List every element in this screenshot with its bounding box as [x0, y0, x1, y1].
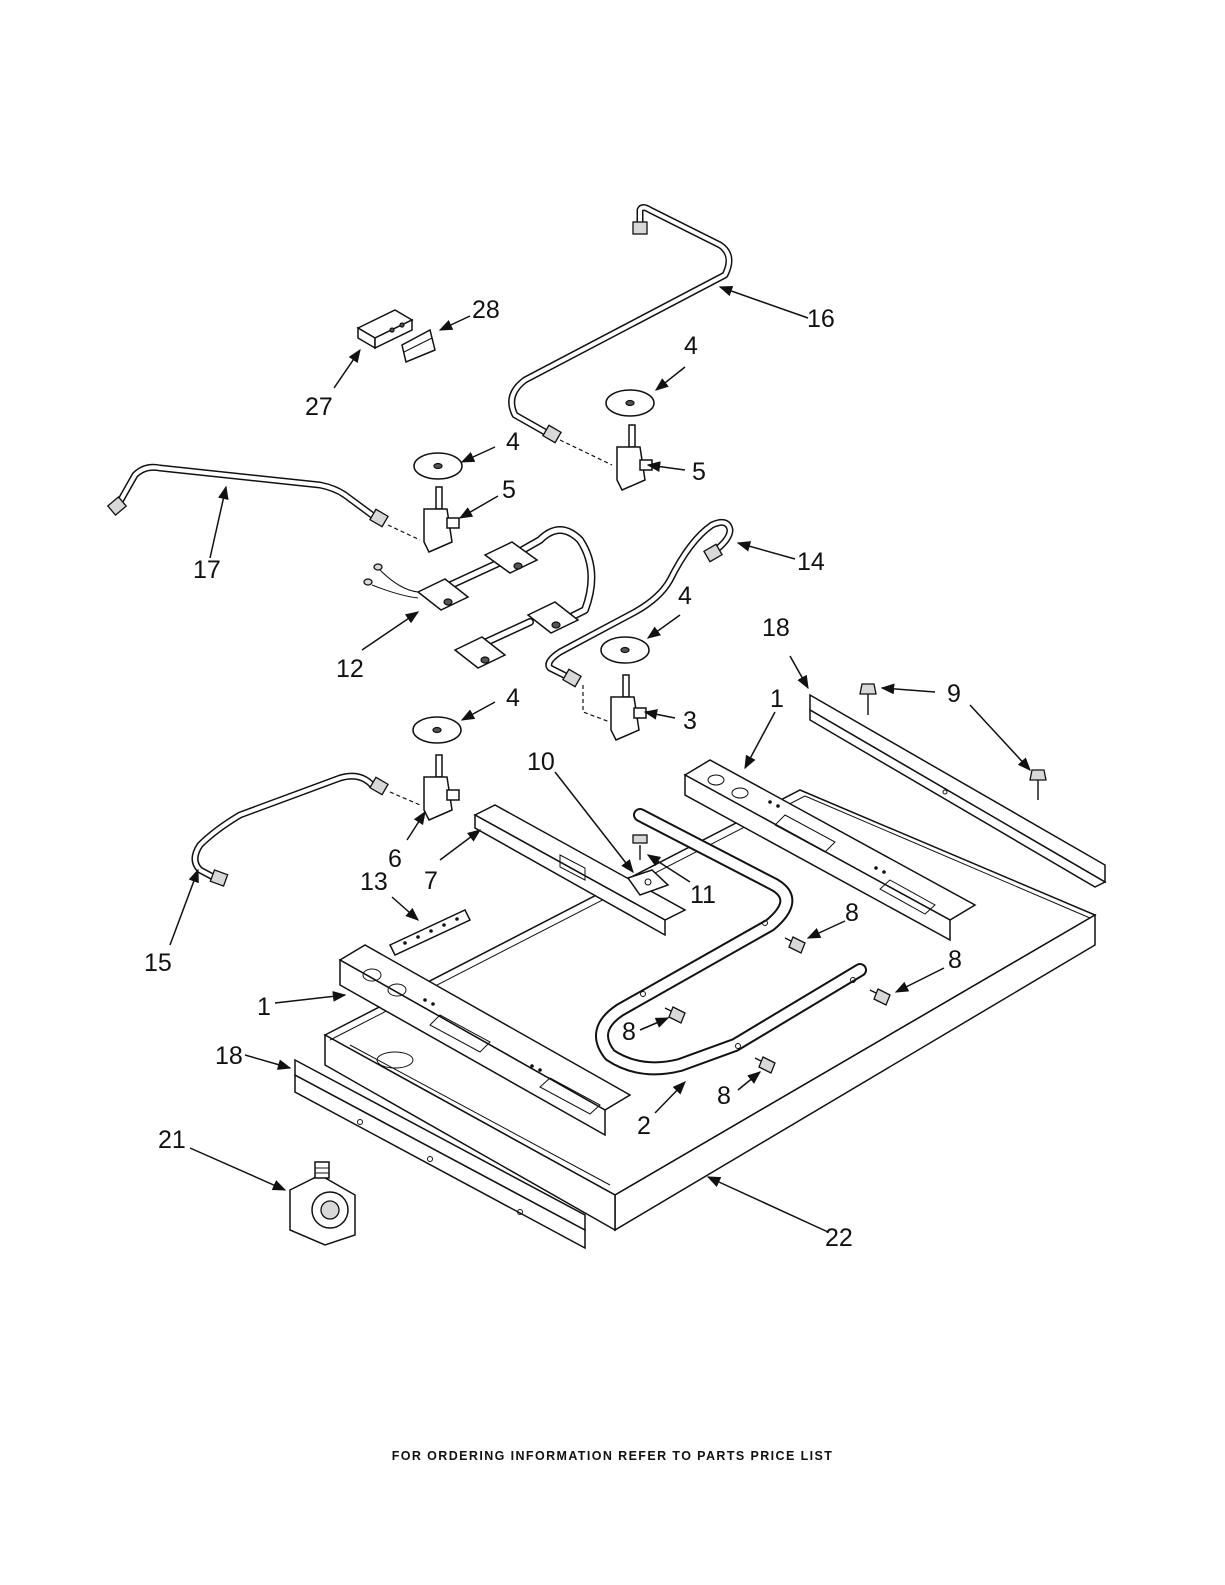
- igniter-harness-part-12: [364, 530, 591, 668]
- callout-15: 15: [144, 949, 172, 977]
- callout-4-c: 4: [678, 582, 692, 610]
- callout-2: 2: [637, 1112, 651, 1140]
- callout-18-a: 18: [762, 614, 790, 642]
- valve-part-6: [424, 755, 459, 820]
- callout-4-b: 4: [506, 428, 520, 456]
- washer-part-4-c: [601, 637, 649, 663]
- washer-part-4-b: [414, 453, 462, 479]
- callout-4-a: 4: [684, 332, 698, 360]
- tube-part-17: [108, 467, 420, 540]
- callout-12: 12: [336, 655, 364, 683]
- valve-part-5-left: [424, 487, 459, 552]
- regulator-part-21: [290, 1162, 355, 1245]
- callout-8-d: 8: [717, 1082, 731, 1110]
- callout-7: 7: [424, 867, 438, 895]
- clip-part-28: [402, 330, 435, 362]
- washer-part-4-d: [413, 717, 461, 743]
- bracket-part-13: [390, 910, 470, 955]
- callout-10: 10: [527, 748, 555, 776]
- tube-part-14: [549, 522, 730, 722]
- switch-part-27: [358, 310, 412, 348]
- callout-28: 28: [472, 296, 500, 324]
- callout-6: 6: [388, 845, 402, 873]
- callout-8-b: 8: [948, 946, 962, 974]
- callout-18-b: 18: [215, 1042, 243, 1070]
- callout-22: 22: [825, 1224, 853, 1252]
- callout-5-b: 5: [502, 476, 516, 504]
- callout-3: 3: [683, 707, 697, 735]
- callout-21: 21: [158, 1126, 186, 1154]
- screw-part-9-a: [860, 684, 876, 715]
- valve-part-5-upper: [617, 425, 652, 490]
- callout-8-c: 8: [622, 1018, 636, 1046]
- valve-part-3: [611, 675, 646, 740]
- callout-9: 9: [947, 680, 961, 708]
- callout-13: 13: [360, 868, 388, 896]
- callout-4-d: 4: [506, 684, 520, 712]
- screw-part-11: [633, 835, 647, 860]
- screw-part-9-b: [1030, 770, 1046, 800]
- callout-14: 14: [797, 548, 825, 576]
- ordering-info-note: FOR ORDERING INFORMATION REFER TO PARTS …: [0, 1449, 1225, 1463]
- callout-11: 11: [690, 881, 716, 909]
- callout-16: 16: [807, 305, 835, 333]
- callout-1-b: 1: [257, 993, 271, 1021]
- callout-5-a: 5: [692, 458, 706, 486]
- callout-1-a: 1: [770, 685, 784, 713]
- callout-8-a: 8: [845, 899, 859, 927]
- callout-17: 17: [193, 556, 221, 584]
- callout-27: 27: [305, 393, 333, 421]
- washer-part-4-a: [606, 390, 654, 416]
